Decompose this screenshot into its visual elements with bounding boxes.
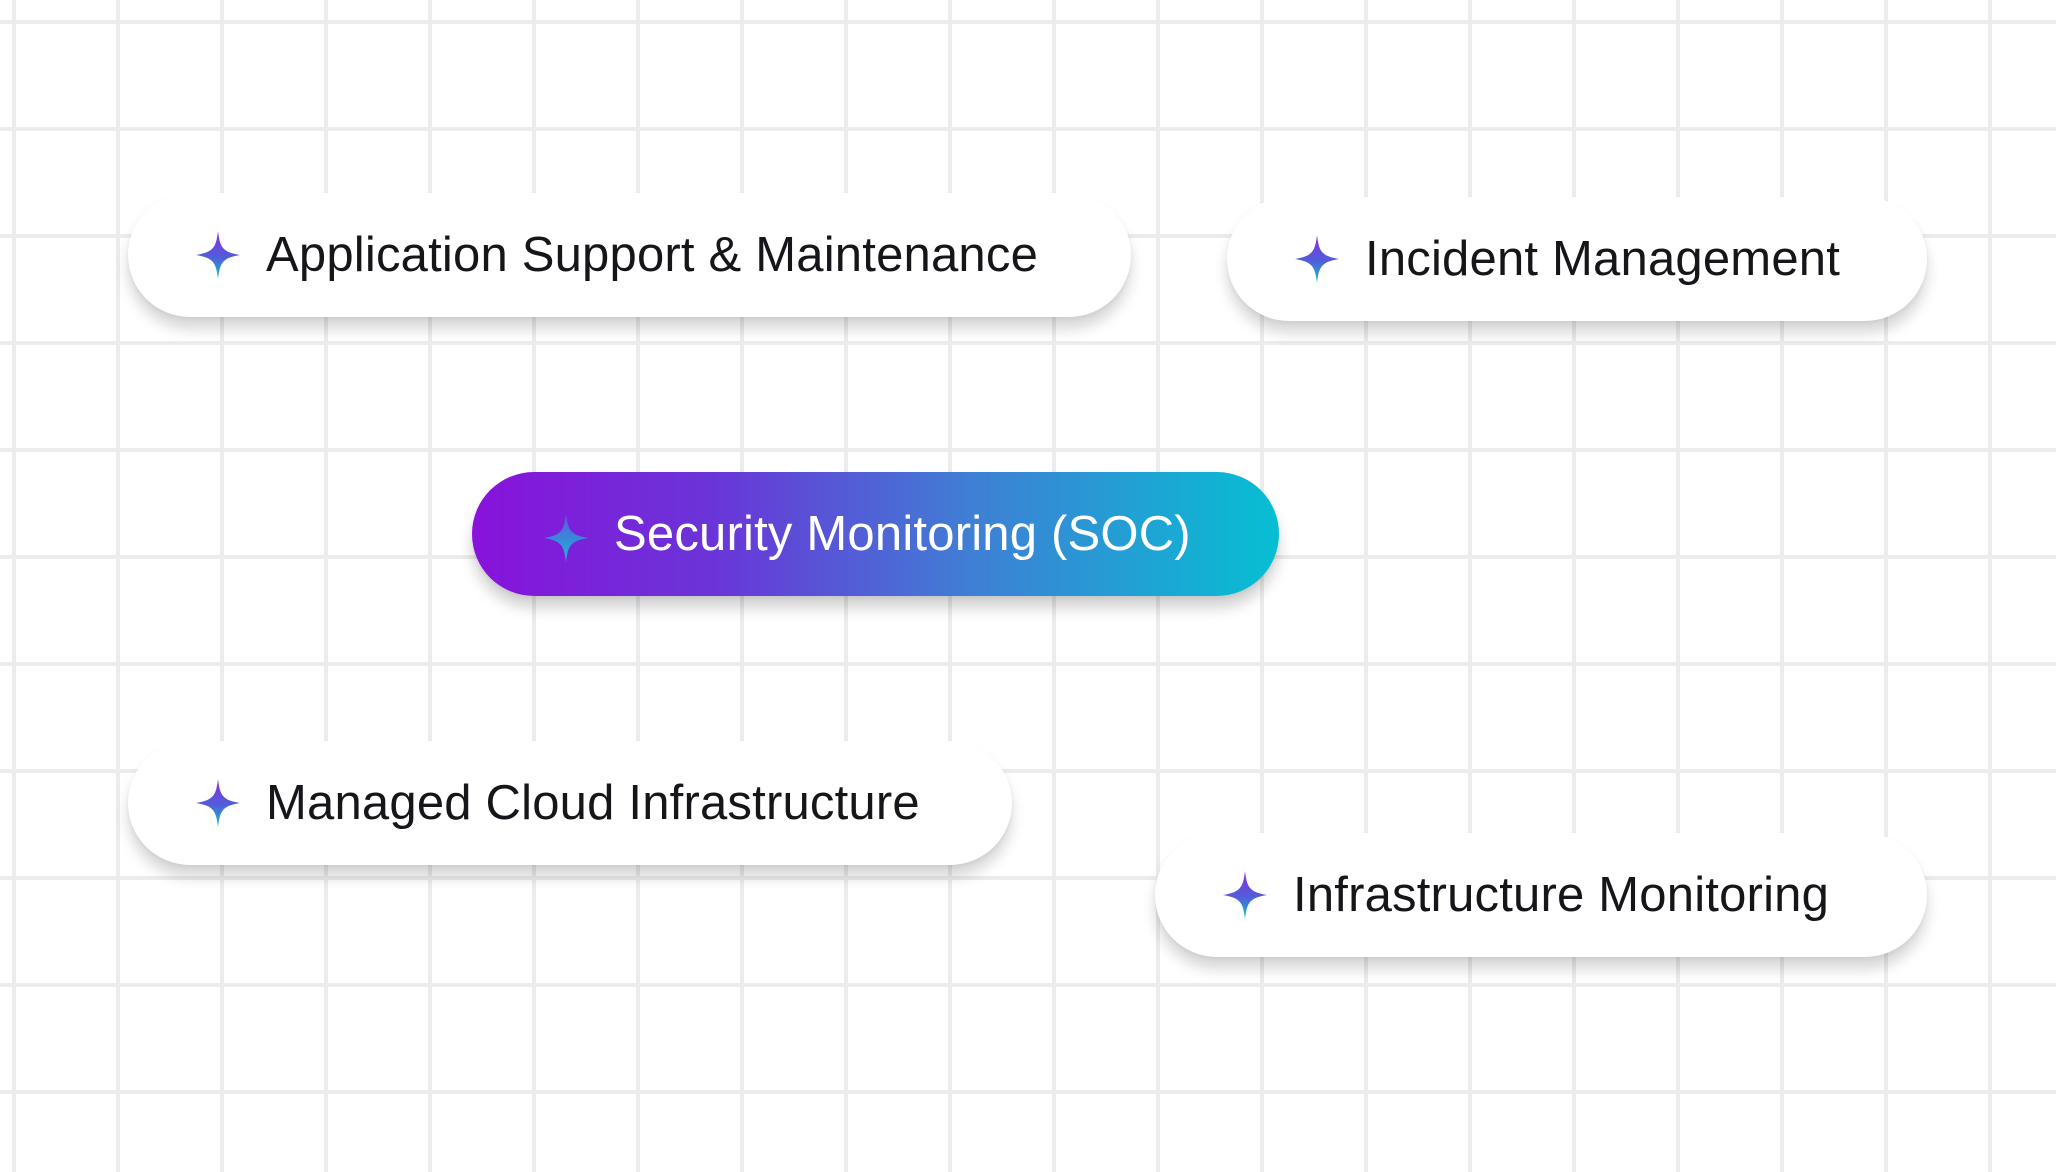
service-pill-infrastructure-monitoring[interactable]: Infrastructure Monitoring <box>1155 833 1927 957</box>
sparkle-icon <box>1219 869 1271 921</box>
sparkle-icon <box>192 777 244 829</box>
service-pill-managed-cloud[interactable]: Managed Cloud Infrastructure <box>128 741 1012 865</box>
service-pill-incident-management[interactable]: Incident Management <box>1227 197 1927 321</box>
service-pill-label: Security Monitoring (SOC) <box>614 507 1191 561</box>
sparkle-icon <box>192 229 244 281</box>
service-pill-security-monitoring[interactable]: Security Monitoring (SOC) <box>472 472 1279 596</box>
service-pill-label: Managed Cloud Infrastructure <box>266 776 920 830</box>
sparkle-icon <box>1291 233 1343 285</box>
sparkle-icon <box>540 512 592 564</box>
service-pill-label: Infrastructure Monitoring <box>1293 868 1830 922</box>
service-pill-label: Application Support & Maintenance <box>266 228 1039 282</box>
service-pill-application-support[interactable]: Application Support & Maintenance <box>128 193 1131 317</box>
service-pill-label: Incident Management <box>1365 232 1841 286</box>
